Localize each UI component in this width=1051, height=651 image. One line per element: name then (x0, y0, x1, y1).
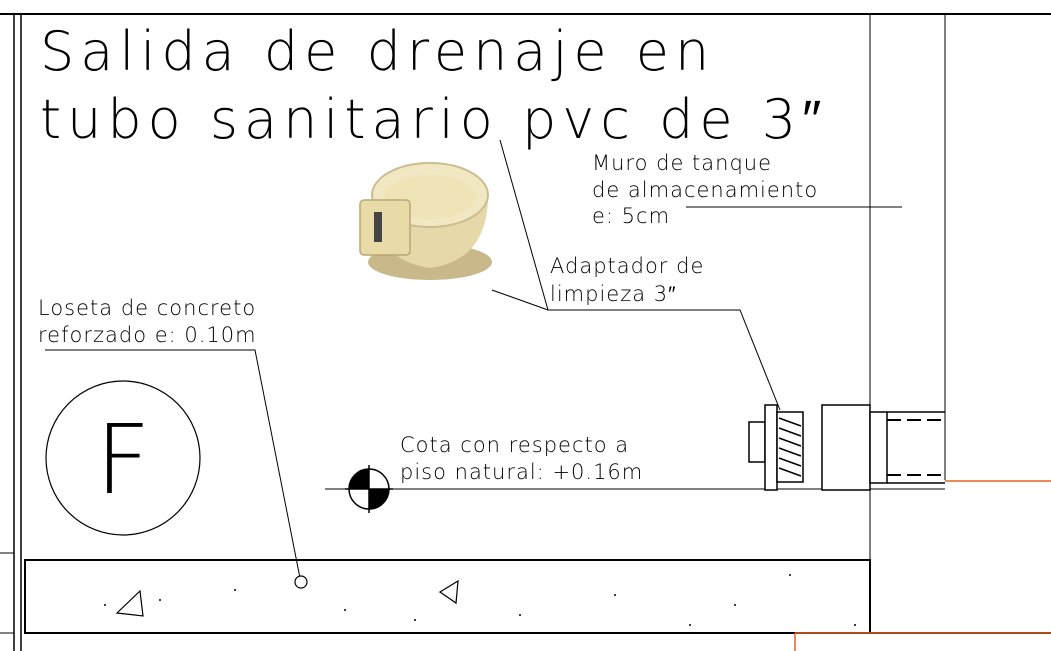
adapter-label-line1: Adaptador de (550, 254, 704, 278)
accent-lines (794, 480, 1051, 651)
aggregate-triangle-1 (115, 589, 144, 617)
wall-label-line2: de almacenamiento (592, 178, 818, 202)
wall-label-line1: Muro de tanque (592, 151, 772, 175)
concrete-aggregate-marks (104, 574, 856, 626)
slab-label-line1: Loseta de concreto (38, 296, 256, 320)
aggregate-triangle-2 (438, 579, 459, 605)
slab-label-line2: reforzado e: 0.10m (38, 323, 257, 347)
level-label-line1: Cota con respecto a (400, 433, 629, 457)
adapter-photo (335, 140, 500, 292)
wall-label-line3: e: 5cm (592, 204, 670, 228)
drawing-title-line1: Salida de drenaje en (40, 20, 715, 83)
adapter-label-line2: limpieza 3″ (550, 282, 677, 306)
cleanout-adapter-drawing (748, 404, 804, 491)
section-marker-letter: F (95, 404, 150, 516)
pvc-coupling-drawing (821, 404, 945, 491)
concrete-slab (24, 559, 871, 634)
level-label-line2: piso natural: +0.16m (400, 460, 643, 484)
level-datum-symbol-icon (345, 465, 393, 513)
leader-end-circle (294, 575, 308, 589)
section-marker: F (45, 380, 201, 536)
